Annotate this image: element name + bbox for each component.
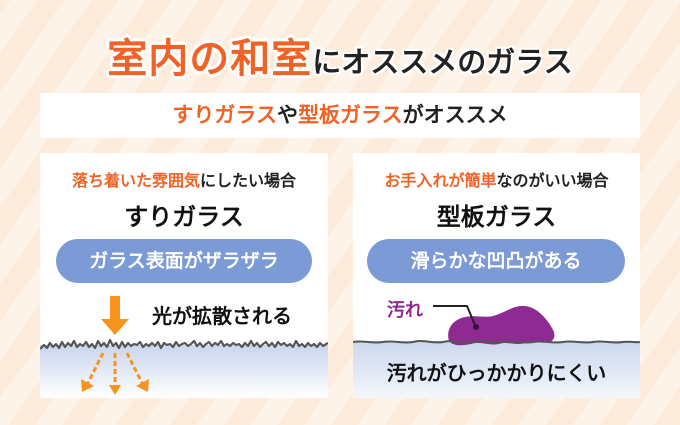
- rough-surface-line: [40, 338, 328, 350]
- title-rest: にオススメのガラス: [312, 45, 573, 79]
- glass-type-name: すりガラス: [124, 203, 244, 231]
- pointer-line: [433, 305, 476, 326]
- diffuse-caption: 光が拡散される: [152, 304, 292, 328]
- recommendation-banner: すりガラスや型板ガラスがオススメ: [40, 93, 640, 138]
- dirt-illustration: [353, 305, 640, 346]
- subtitle-rest: にしたい場合: [200, 171, 297, 190]
- light-arrow-down-icon: [101, 296, 129, 335]
- subtitle-highlight: お手入れが簡単: [384, 171, 497, 190]
- glass-type-name: 型板ガラス: [436, 203, 557, 231]
- smooth-surface-line: [353, 340, 640, 344]
- feature-pill: ガラス表面がザラザラ: [56, 239, 312, 283]
- banner-connector: や: [277, 103, 298, 127]
- banner-frosted-glass: すりガラス: [172, 103, 277, 127]
- frosted-glass-card: 落ち着いた雰囲気にしたい場合 すりガラス ガラス表面がザラザラ 光が拡散される: [40, 153, 328, 398]
- page-title: 室内の和室にオススメのガラス: [0, 26, 680, 84]
- diffused-light-arrows-icon: [81, 352, 149, 395]
- dirt-label: 汚れ: [387, 300, 423, 321]
- pointer-dot: [473, 324, 479, 330]
- patterned-glass-pane: [353, 341, 640, 398]
- banner-patterned-glass: 型板ガラス: [298, 103, 403, 127]
- subtitle-highlight: 落ち着いた雰囲気: [71, 171, 200, 190]
- frosted-glass-pane: [40, 345, 328, 398]
- title-highlight: 室内の和室: [107, 36, 313, 82]
- subtitle-rest: なのがいい場合: [496, 171, 609, 190]
- light-diffusion-illustration: [40, 296, 328, 395]
- feature-pill: 滑らかな凹凸がある: [367, 239, 625, 283]
- card-subtitle: 落ち着いた雰囲気にしたい場合: [40, 167, 328, 191]
- patterned-glass-card: お手入れが簡単なのがいい場合 型板ガラス 滑らかな凹凸がある 汚れ 汚れがひっか…: [353, 153, 640, 398]
- banner-suffix: がオススメ: [402, 103, 508, 127]
- card-subtitle: お手入れが簡単なのがいい場合: [353, 167, 640, 191]
- dirt-stain-icon: [448, 305, 555, 346]
- result-caption: 汚れがひっかかりにくい: [386, 361, 607, 385]
